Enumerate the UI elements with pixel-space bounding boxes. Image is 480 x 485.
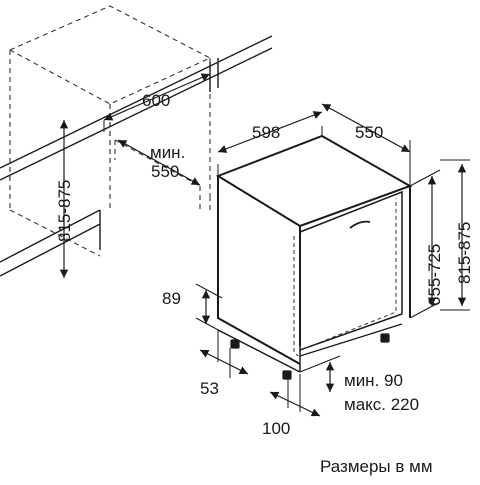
niche-height-label: 815-875 [55, 180, 74, 242]
niche-min-dimension: мин. 550 [117, 139, 201, 186]
door-inner-outline [293, 198, 397, 374]
niche-depth-dimension: 600 [103, 73, 211, 132]
plinth-offset-label: 100 [262, 419, 290, 438]
door-height-dimension: 655-725 [409, 169, 444, 319]
unit-depth-label: 550 [355, 123, 383, 142]
units-caption: Размеры в мм [320, 457, 433, 476]
plinth-height-dimension: мин. 90 макс. 220 [299, 355, 419, 414]
toe-height-dimension: 89 [162, 283, 223, 333]
niche-min-label: мин. [150, 143, 185, 162]
niche-min-value: 550 [151, 162, 179, 181]
niche-height-dimension: 815-875 [55, 120, 74, 278]
dishwasher-feet [230, 333, 390, 380]
door-height-label: 655-725 [425, 244, 444, 306]
toe-height-label: 89 [162, 289, 181, 308]
plinth-max-label: макс. 220 [344, 395, 419, 414]
unit-depth-dimension: 550 [321, 103, 411, 186]
unit-height-dimension: 815-875 [440, 159, 474, 311]
niche-depth-label: 600 [142, 91, 170, 110]
unit-height-label: 815-875 [455, 222, 474, 284]
unit-width-label: 598 [252, 123, 280, 142]
plinth-min-label: мин. 90 [344, 371, 403, 390]
kitchen-niche [0, 5, 273, 277]
side-offset-dimension: 53 [199, 330, 249, 398]
plinth-offset-dimension: 100 [262, 374, 321, 438]
side-offset-label: 53 [200, 379, 219, 398]
